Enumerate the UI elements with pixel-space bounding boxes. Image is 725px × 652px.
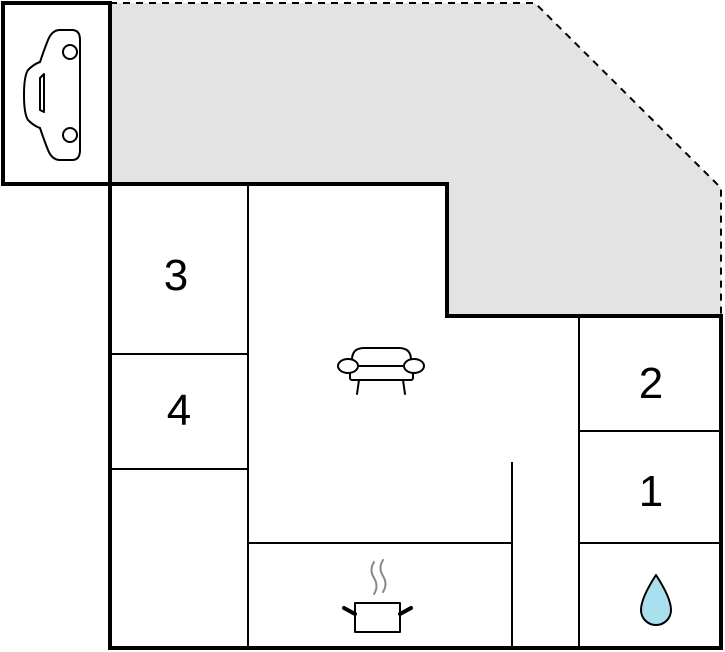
sofa-icon xyxy=(337,347,425,395)
room-label-2: 2 xyxy=(639,359,663,408)
room-label-1: 1 xyxy=(639,467,663,516)
room-label-4: 4 xyxy=(167,386,191,435)
cooking-pot-icon xyxy=(342,559,413,633)
exterior-walls xyxy=(108,182,723,650)
water-drop-icon xyxy=(640,574,672,626)
terrace-area xyxy=(110,1,722,316)
room-label-3: 3 xyxy=(164,251,188,300)
interior-walls xyxy=(110,184,721,648)
car-icon xyxy=(23,29,81,161)
garage xyxy=(1,1,112,186)
